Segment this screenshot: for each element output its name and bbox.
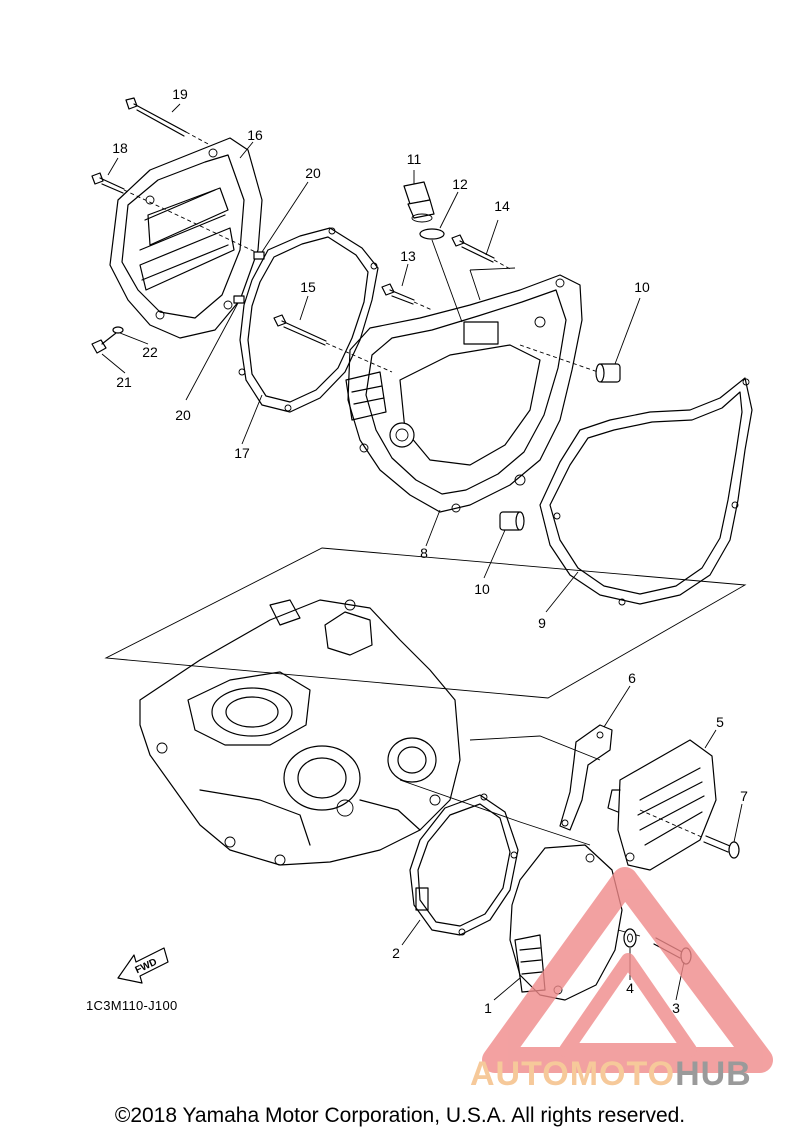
clutch-cover-16 — [109, 137, 263, 339]
gasket-9 — [539, 377, 753, 606]
callout-12: 12 — [452, 176, 468, 192]
callout-15: 15 — [300, 279, 316, 295]
gasket-2 — [409, 793, 519, 936]
watermark-text-primary: AUTOMOTO — [470, 1055, 676, 1093]
callout-7: 7 — [740, 788, 748, 804]
callout-2: 2 — [392, 945, 400, 961]
copyright-notice: ©2018 Yamaha Motor Corporation, U.S.A. A… — [114, 1104, 686, 1127]
callout-9: 9 — [538, 615, 546, 631]
callout-8: 8 — [420, 545, 428, 561]
callout-18: 18 — [112, 140, 128, 156]
crankcase-cover-8 — [345, 267, 583, 513]
cover-5 — [607, 739, 717, 871]
callout-5: 5 — [716, 714, 724, 730]
callout-14: 14 — [494, 198, 510, 214]
o-ring-12 — [419, 228, 463, 323]
fwd-arrow-icon: FWD — [117, 947, 169, 984]
crankcase-assembly — [139, 599, 461, 866]
gasket-17 — [238, 227, 379, 413]
bolt-15 — [273, 314, 393, 373]
callout-3: 3 — [672, 1000, 680, 1016]
leader-lines — [101, 103, 743, 1001]
callout-17: 17 — [234, 445, 250, 461]
crankcase-plane-outline — [104, 547, 747, 699]
callout-10-upper: 10 — [634, 279, 650, 295]
bolt-14 — [451, 234, 513, 271]
callout-4: 4 — [626, 980, 634, 996]
watermark-triangle-logo — [482, 867, 773, 1073]
callout-11: 11 — [407, 151, 422, 167]
callout-20-upper: 20 — [305, 165, 321, 181]
callout-16: 16 — [247, 127, 263, 143]
dowel-pins-20 — [233, 251, 265, 304]
dowel-pin-10-upper — [519, 344, 621, 383]
callout-10-lower: 10 — [474, 581, 490, 597]
callouts: 1 2 3 4 5 6 7 8 9 10 10 11 12 13 14 15 1… — [112, 86, 748, 1016]
washer-4 — [623, 928, 637, 948]
callout-22: 22 — [142, 344, 158, 360]
callout-19: 19 — [172, 86, 188, 102]
bolt-21-washer-22 — [91, 326, 124, 354]
callout-6: 6 — [628, 670, 636, 686]
catalog-code: 1C3M110-J100 — [86, 998, 178, 1013]
bolt-18 — [91, 172, 263, 256]
callout-21: 21 — [116, 374, 132, 390]
bracket-6 — [559, 724, 613, 831]
bolt-19 — [125, 97, 211, 146]
dowel-pin-10-lower — [499, 511, 525, 531]
bolt-13 — [381, 283, 433, 311]
assembly-lines — [399, 735, 601, 846]
oil-filler-plug-11 — [403, 181, 435, 223]
callout-1: 1 — [484, 1000, 492, 1016]
callout-20-lower: 20 — [175, 407, 191, 423]
watermark-text: AUTOMOTOHUB — [470, 1055, 752, 1094]
watermark-text-secondary: HUB — [675, 1055, 752, 1093]
callout-13: 13 — [400, 248, 416, 264]
